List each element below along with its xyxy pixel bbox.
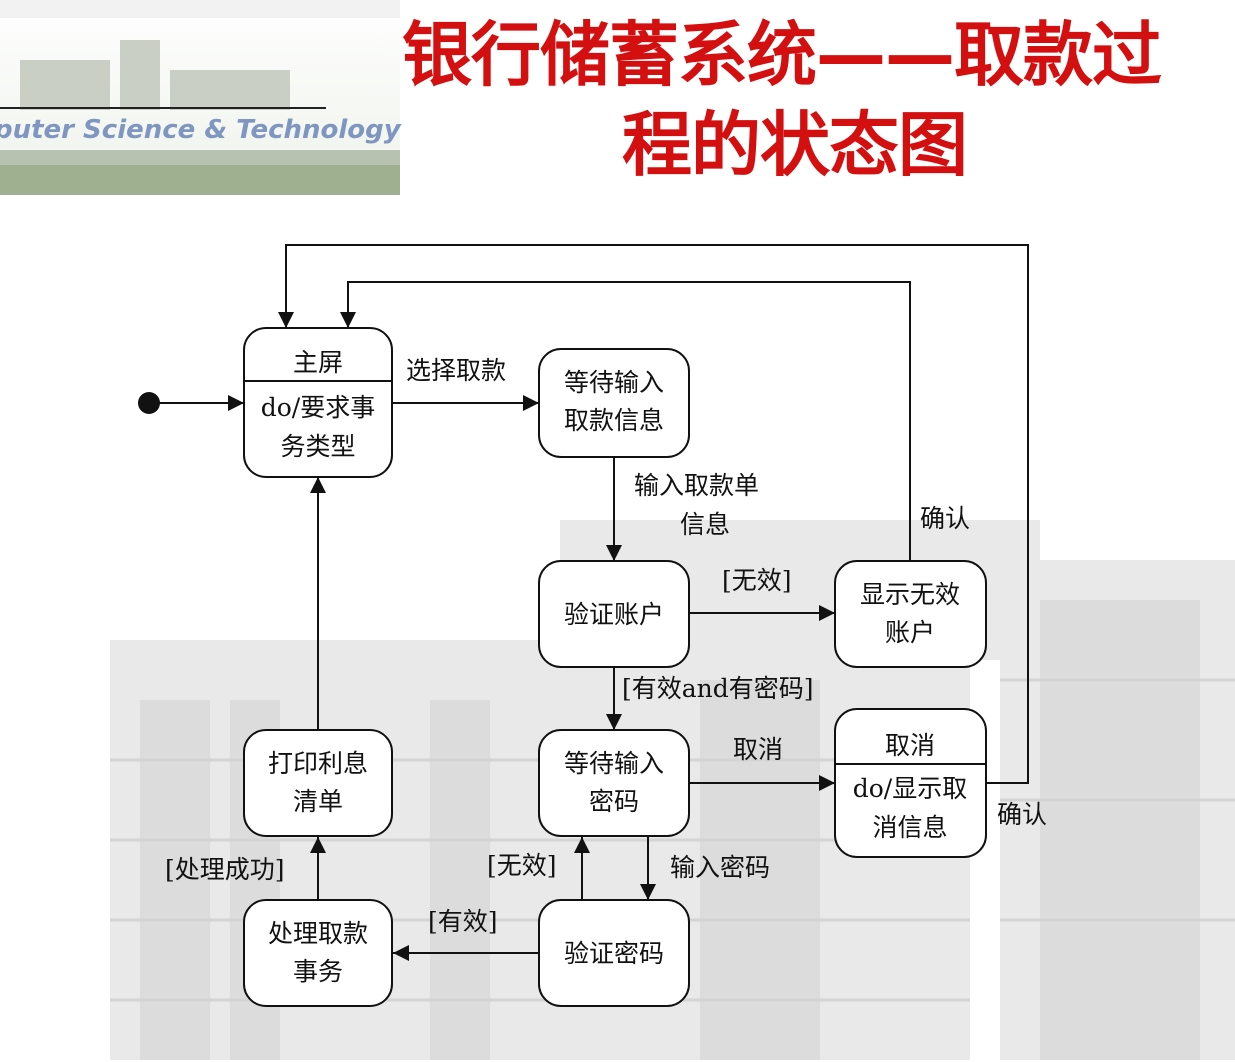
- state-process-withdrawal: [243, 899, 393, 1007]
- state-verify-account-label: 验证账户: [564, 600, 664, 629]
- state-print-interest: [243, 729, 393, 837]
- slide-title-line-1: 银行储蓄系统——取款过: [402, 14, 1162, 96]
- state-await-withdraw-info: [538, 348, 690, 458]
- state-main-screen: [243, 327, 393, 478]
- label-enter-slip-info-1: 输入取款单: [634, 471, 759, 500]
- label-cancel: 取消: [733, 735, 783, 764]
- label-valid-password: [有效]: [428, 907, 498, 936]
- header-watermark-text: puter Science & Technology: [0, 115, 401, 145]
- state-show-invalid-account: [834, 560, 987, 668]
- transition-confirm-invalid: [340, 281, 911, 561]
- state-show-invalid-account-line-2: 账户: [885, 618, 935, 647]
- state-process-withdrawal-line-2: 事务: [293, 957, 343, 986]
- label-valid-with-password: [有效and有密码]: [622, 674, 814, 703]
- transition-confirm-cancel: [278, 244, 1029, 784]
- state-print-interest-line-1: 打印利息: [268, 749, 368, 778]
- slide-title-line-2: 程的状态图: [622, 104, 968, 186]
- state-main-activity-2: 务类型: [280, 432, 355, 461]
- label-invalid-account: [无效]: [722, 566, 792, 595]
- label-invalid-password: [无效]: [487, 851, 557, 880]
- state-verify-password: [538, 899, 690, 1007]
- state-show-invalid-account-line-1: 显示无效: [860, 580, 960, 609]
- state-await-password-line-1: 等待输入: [564, 749, 664, 778]
- state-process-withdrawal-line-1: 处理取款: [268, 919, 368, 948]
- state-main-activity-1: do/要求事: [261, 393, 375, 422]
- header-campus-photo: [0, 0, 400, 195]
- label-enter-password: 输入密码: [670, 853, 770, 882]
- label-select-withdraw: 选择取款: [406, 356, 506, 385]
- initial-state-dot: [138, 392, 160, 414]
- state-await-withdraw-info-line-2: 取款信息: [564, 406, 664, 435]
- state-cancel: [834, 708, 987, 858]
- state-await-password-line-2: 密码: [589, 787, 639, 816]
- state-verify-password-label: 验证密码: [564, 939, 664, 968]
- label-confirm-invalid: 确认: [920, 504, 970, 533]
- state-cancel-activity-1: do/显示取: [853, 774, 967, 803]
- label-enter-slip-info-2: 信息: [680, 510, 730, 539]
- state-await-password: [538, 729, 690, 837]
- state-await-withdraw-info-line-1: 等待输入: [564, 368, 664, 397]
- state-main-name: 主屏: [293, 348, 343, 377]
- state-print-interest-line-2: 清单: [293, 787, 343, 816]
- state-cancel-name: 取消: [885, 731, 935, 760]
- state-cancel-activity-2: 消信息: [872, 813, 947, 842]
- state-verify-account: [538, 560, 690, 668]
- label-confirm-cancel: 确认: [997, 800, 1047, 829]
- label-process-success: [处理成功]: [165, 855, 285, 884]
